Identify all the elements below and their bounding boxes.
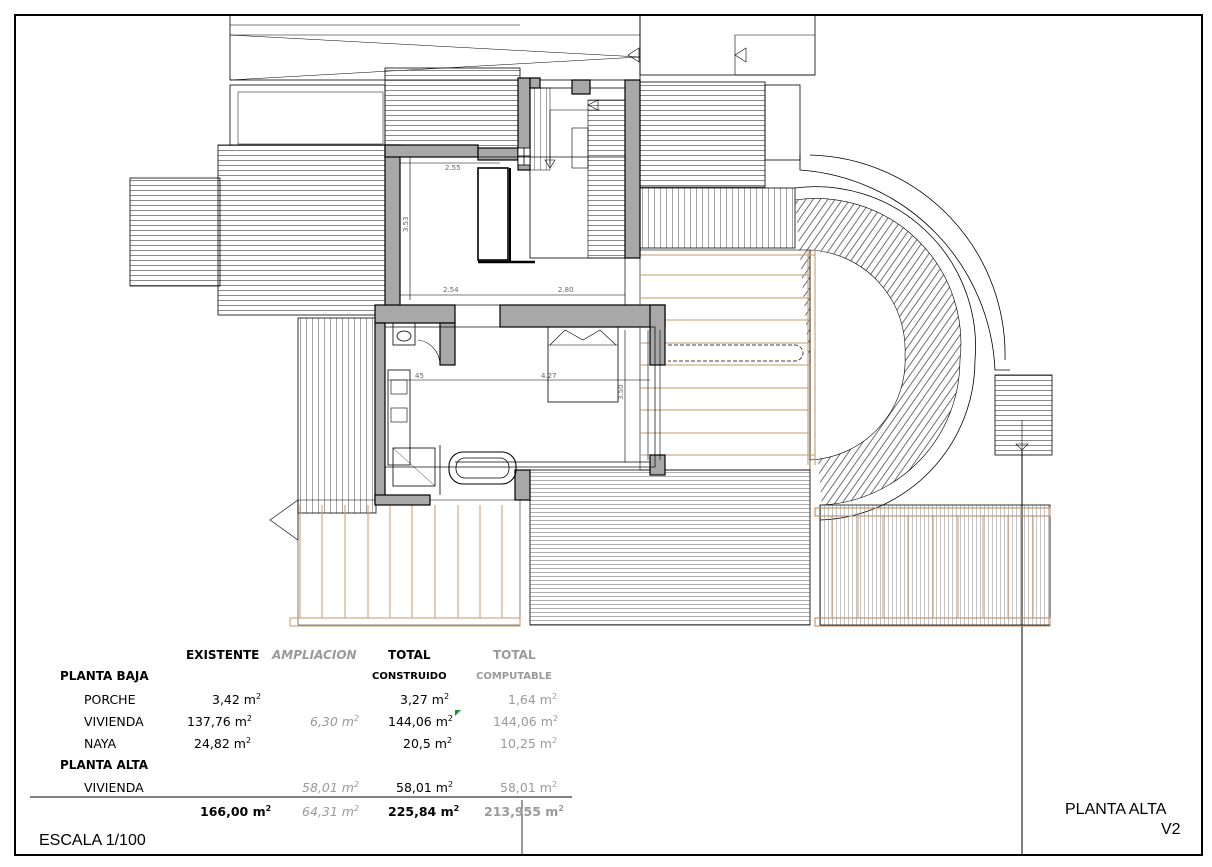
dimension-label: 2.55 (445, 164, 461, 172)
cell-ampliacion: 6,30 m2 (310, 714, 360, 730)
cell-construido: 144,06 m2 (388, 714, 453, 730)
cell-computable: 144,06 m2 (493, 714, 558, 730)
row-label: VIVIENDA (84, 714, 144, 729)
total-existente: 166,00 m2 (200, 804, 272, 820)
cell-existente: 24,82 m2 (194, 736, 252, 752)
total-computable: 213,955 m2 (484, 804, 564, 820)
section-planta-baja: PLANTA BAJA (60, 669, 149, 683)
cell-existente: 3,42 m2 (212, 692, 262, 708)
sheet-version: V2 (1161, 821, 1181, 838)
cell-existente: 137,76 m2 (187, 714, 252, 730)
dimension-label: 2.54 (443, 286, 459, 294)
header-ampliacion: AMPLIACION (272, 648, 357, 662)
cell-construido: 58,01 m2 (396, 780, 454, 796)
dimension-label: 4.27 (541, 372, 557, 380)
cell-ampliacion: 58,01 m2 (302, 780, 360, 796)
row-label: NAYA (84, 736, 117, 751)
dimension-label: 3.53 (402, 216, 410, 232)
row-label: VIVIENDA (84, 780, 144, 795)
row-label: PORCHE (84, 692, 136, 707)
header-construido-sub: CONSTRUIDO (372, 671, 447, 682)
sheet-title: PLANTA ALTA (1065, 801, 1167, 818)
scale-label: ESCALA 1/100 (39, 832, 146, 849)
total-construido: 225,84 m2 (388, 804, 460, 820)
dimension-label: 45 (415, 372, 424, 380)
header-total-computable: TOTAL (493, 648, 536, 662)
header-total-construido: TOTAL (388, 648, 431, 662)
dimension-label: 3.50 (617, 384, 625, 400)
header-computable-sub: COMPUTABLE (476, 671, 552, 682)
cell-computable: 58,01 m2 (500, 780, 558, 796)
header-existente: EXISTENTE (186, 648, 260, 662)
cell-computable: 1,64 m2 (508, 692, 558, 708)
cell-construido: 20,5 m2 (403, 736, 453, 752)
cell-computable: 10,25 m2 (500, 736, 558, 752)
dimension-label: 2.80 (558, 286, 574, 294)
total-ampliacion: 64,31 m2 (302, 804, 360, 820)
cell-construido: 3,27 m2 (400, 692, 450, 708)
section-planta-alta: PLANTA ALTA (60, 758, 148, 772)
